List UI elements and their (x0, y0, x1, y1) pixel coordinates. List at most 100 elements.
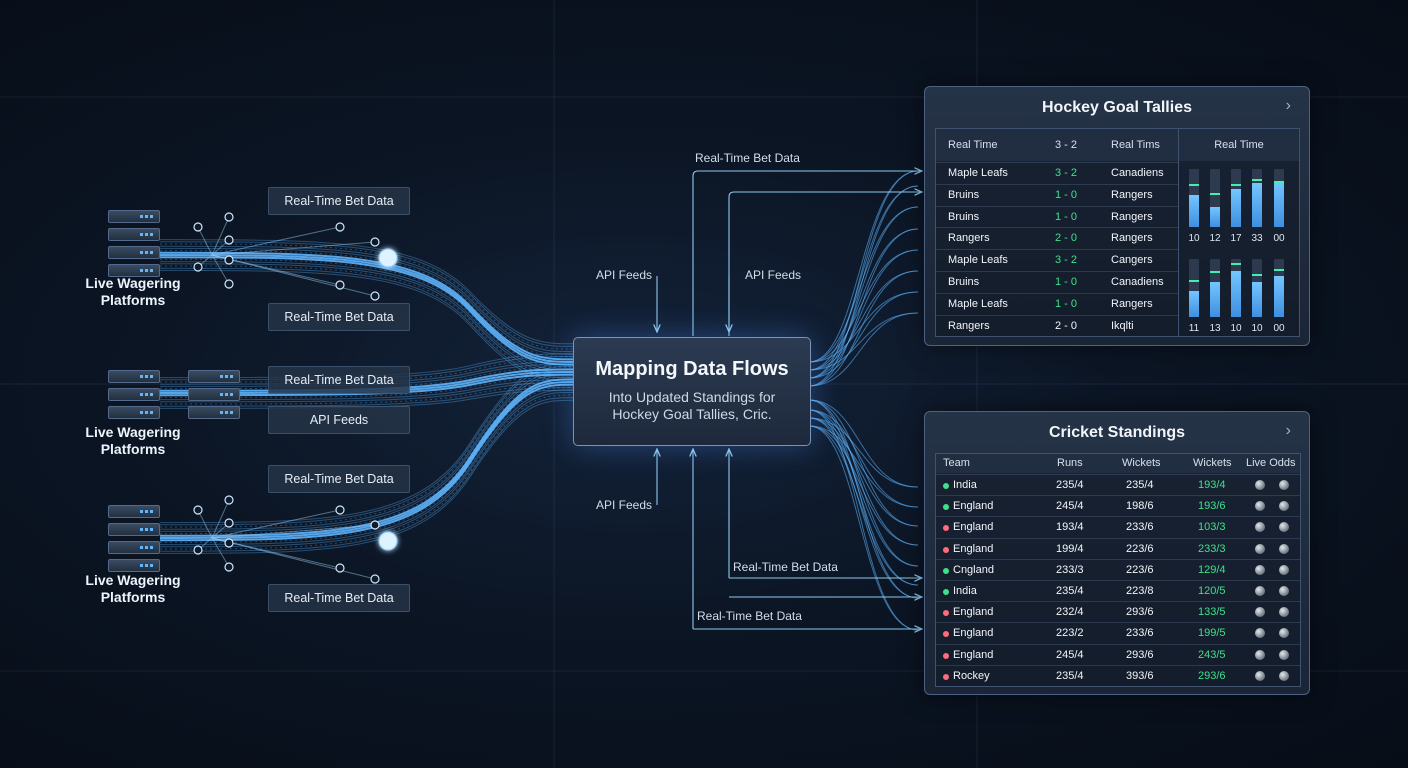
network-node (224, 212, 234, 222)
goal-bar-marker (1252, 179, 1262, 181)
live-odds-icon[interactable] (1255, 649, 1265, 660)
goal-bar-fill (1231, 271, 1241, 317)
cricket-cell-runs: 235/4 (1056, 669, 1084, 682)
live-odds-icon[interactable] (1255, 628, 1265, 639)
hockey-panel-title: Hockey Goal Tallies (1042, 99, 1192, 116)
network-node (335, 505, 345, 515)
hockey-cell-away: Canadiens (1111, 167, 1164, 179)
cricket-panel: Cricket Standings › Team Runs Wickets Wi… (924, 411, 1310, 695)
live-odds-icon[interactable] (1255, 586, 1265, 596)
flow-fiber (159, 376, 576, 398)
cricket-cell-w1: 223/8 (1126, 585, 1154, 597)
goal-bar-fill (1189, 291, 1199, 317)
flow-fiber-out (808, 409, 919, 546)
live-odds-icon[interactable] (1279, 543, 1289, 554)
flow-fiber-out (808, 249, 919, 363)
hockey-cell-home: Bruins (948, 276, 980, 288)
live-odds-icon[interactable] (1279, 522, 1289, 533)
flow-fiber (159, 250, 576, 358)
hub-title: Mapping Data Flows (595, 358, 789, 380)
network-node (193, 545, 203, 555)
cricket-cell-team: India (953, 479, 977, 491)
cricket-cell-runs: 235/4 (1056, 479, 1084, 491)
platform-label-2: Live Wagering Platforms (85, 424, 181, 457)
source-tag-3: Real-Time Bet Data (268, 366, 410, 394)
cricket-cell-team: England (953, 542, 994, 555)
cricket-cell-w1: 293/6 (1126, 606, 1154, 619)
flow-fiber-out (808, 291, 919, 379)
goal-bar-fill (1252, 183, 1262, 227)
node-link (211, 216, 230, 256)
goal-bar-marker (1210, 271, 1220, 273)
goal-bar-label: 10 (1251, 323, 1263, 334)
live-odds-icon[interactable] (1279, 649, 1289, 660)
goal-bar (1189, 169, 1199, 227)
goal-bar (1189, 259, 1199, 317)
flow-label-top-api-left: API Feeds (596, 268, 653, 282)
live-odds-icon[interactable] (1279, 501, 1289, 512)
status-dot (943, 525, 949, 532)
live-odds-icon[interactable] (1255, 501, 1265, 512)
cricket-cell-team: England (953, 500, 994, 513)
status-dot (943, 652, 949, 659)
flow-fiber-out (808, 399, 919, 527)
live-odds-icon[interactable] (1279, 607, 1289, 618)
status-dot (943, 504, 949, 511)
flow-fiber-out (808, 409, 919, 508)
flow-fiber-out (808, 417, 919, 567)
live-odds-icon[interactable] (1279, 564, 1289, 575)
server-unit (188, 388, 240, 401)
hockey-cell-score: 1 - 0 (1055, 188, 1078, 201)
live-odds-icon[interactable] (1279, 586, 1289, 596)
goal-bar-label: 12 (1209, 233, 1221, 244)
cricket-cell-runs: 193/4 (1056, 521, 1084, 534)
live-odds-icon[interactable] (1255, 480, 1265, 490)
chevron-right-icon[interactable]: › (1285, 422, 1291, 439)
live-odds-icon[interactable] (1255, 670, 1265, 681)
network-nodes (193, 212, 398, 584)
live-odds-icon[interactable] (1255, 564, 1265, 575)
fiber-bundles (159, 170, 919, 631)
network-node (224, 538, 234, 548)
cricket-cell-w2: 129/4 (1198, 563, 1226, 576)
live-odds-icon[interactable] (1279, 670, 1289, 681)
platform-label-1: Live Wagering Platforms (85, 275, 181, 308)
hockey-panel: Hockey Goal Tallies › Real Time 3 - 2 Re… (924, 86, 1310, 346)
flow-fiber-out (808, 312, 919, 371)
flow-fiber (159, 251, 576, 361)
network-node (224, 235, 234, 245)
live-odds-icon[interactable] (1255, 522, 1265, 533)
cricket-cell-runs: 245/4 (1056, 648, 1084, 661)
cricket-cell-w2: 193/6 (1198, 500, 1226, 513)
live-odds-icon[interactable] (1255, 543, 1265, 554)
network-node (224, 495, 234, 505)
chevron-right-icon[interactable]: › (1285, 97, 1291, 114)
server-stack-2b (188, 370, 240, 424)
server-unit (108, 505, 160, 518)
cricket-header-live-odds: Live Odds (1246, 457, 1296, 469)
server-unit (188, 370, 240, 383)
node-link (211, 241, 376, 256)
goal-bar (1252, 259, 1262, 317)
cricket-cell-w1: 223/6 (1126, 563, 1154, 576)
live-odds-icon[interactable] (1279, 628, 1289, 639)
cricket-header-row: Team Runs Wickets Wickets Live Odds (936, 454, 1300, 473)
source-tag-5: Real-Time Bet Data (268, 465, 410, 493)
server-unit (188, 406, 240, 419)
cricket-cell-w1: 233/6 (1126, 627, 1154, 640)
source-tag-4: API Feeds (268, 406, 410, 434)
network-node (370, 574, 380, 584)
flow-fiber-out (808, 425, 919, 508)
hockey-cell-score: 2 - 0 (1055, 232, 1078, 245)
flow-fiber (159, 383, 576, 542)
goal-bar-marker (1274, 269, 1284, 271)
flow-label-bottom-real-time-2: Real-Time Bet Data (697, 609, 802, 623)
arrow-lines (657, 171, 922, 629)
live-odds-icon[interactable] (1279, 480, 1289, 490)
live-odds-icon[interactable] (1255, 607, 1265, 618)
